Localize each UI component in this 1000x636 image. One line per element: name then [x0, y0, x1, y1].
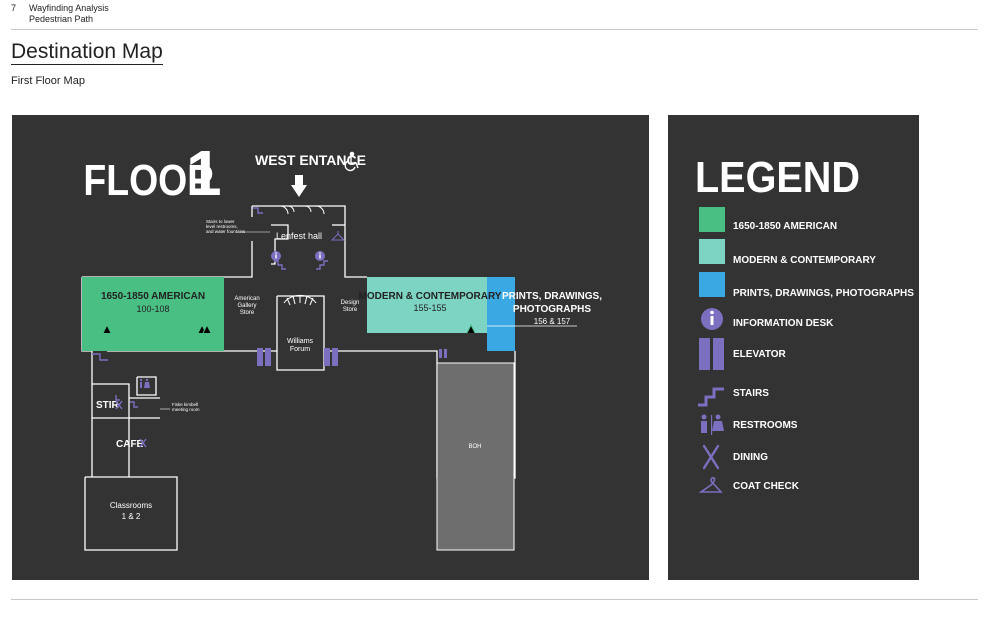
gallery-prints[interactable]	[487, 277, 515, 351]
floor-map: FLOOR 1 WEST ENTANCE 1650	[81, 137, 602, 551]
legend-panel: LEGEND 1650-1850 AMERICAN MODERN & CONTE…	[668, 115, 919, 580]
elevator-icon[interactable]	[439, 349, 447, 358]
swatch-modern	[699, 239, 725, 264]
dining-icon	[702, 444, 720, 470]
design-store-2: Store	[343, 307, 358, 313]
small-door-marks	[102, 323, 476, 334]
coat-check-icon[interactable]	[330, 231, 346, 241]
prints-rooms: 156 & 157	[534, 317, 571, 326]
restroom-icon	[701, 414, 724, 435]
header-title: Wayfinding Analysis	[29, 3, 109, 13]
stir-label: STIR	[96, 400, 120, 411]
design-store-1: Design	[341, 300, 360, 306]
modern-name: MODERN & CONTEMPORARY	[359, 291, 502, 302]
stairs-note-2: level restrooms,	[206, 224, 238, 229]
williams-1: Williams	[287, 338, 314, 345]
elevator-icon	[699, 338, 724, 370]
meeting-room-1: Fiske kimbell	[172, 402, 198, 407]
page-title: Destination Map	[11, 40, 163, 65]
williams-2: Forum	[290, 346, 310, 353]
stairs-note-3: and water fountains	[206, 229, 246, 234]
cafe-label: CAFE	[116, 439, 144, 450]
swatch-prints	[699, 272, 725, 297]
boh-area	[436, 362, 515, 551]
american-store-1: American	[234, 296, 259, 302]
meeting-room-2: meeting room	[172, 407, 200, 412]
modern-rooms: 155-155	[413, 303, 446, 313]
entrance-arrow-icon	[291, 175, 307, 197]
header-page-number: 7	[11, 3, 17, 13]
stairs-icon	[698, 387, 724, 407]
wheelchair-icon	[344, 151, 359, 172]
stairs-icon[interactable]	[92, 207, 328, 408]
swatch-american	[699, 207, 725, 232]
legend-item-stairs: STAIRS	[733, 388, 769, 399]
american-name: 1650-1850 AMERICAN	[101, 291, 205, 302]
legend-item-american: 1650-1850 AMERICAN	[733, 221, 837, 232]
info-icon	[701, 308, 723, 330]
legend-item-modern: MODERN & CONTEMPORARY	[733, 255, 876, 266]
legend-item-prints: PRINTS, DRAWINGS, PHOTOGRAPHS	[733, 288, 914, 299]
legend: LEGEND 1650-1850 AMERICAN MODERN & CONTE…	[695, 152, 914, 493]
legend-item-coat-check: COAT CHECK	[733, 481, 800, 492]
stairs-note-1: Stairs to lower	[206, 219, 235, 224]
lenfest-label: Lenfest hall	[276, 231, 322, 241]
section-title: First Floor Map	[11, 75, 85, 87]
prints-name-1: PRINTS, DRAWINGS,	[502, 291, 602, 302]
elevator-icon[interactable]	[324, 348, 338, 366]
classrooms-2: 1 & 2	[122, 512, 141, 521]
coat-check-icon	[698, 477, 723, 493]
header-rule	[11, 29, 978, 30]
floor-word: FLOOR	[83, 155, 214, 205]
stair-tread-icon	[283, 294, 317, 306]
entrance-doors	[279, 205, 325, 215]
american-store-2: Gallery	[237, 303, 256, 309]
american-rooms: 100-108	[136, 304, 169, 314]
boh-label: BOH	[468, 444, 481, 450]
footer-rule	[11, 599, 978, 600]
entrance-label: WEST ENTANCE	[255, 152, 366, 168]
legend-item-elevator: ELEVATOR	[733, 349, 787, 360]
american-store-3: Store	[240, 310, 255, 316]
gallery-american[interactable]	[82, 277, 224, 351]
legend-title: LEGEND	[695, 152, 860, 201]
legend-item-dining: DINING	[733, 452, 768, 463]
header-subtitle: Pedestrian Path	[29, 14, 94, 24]
restroom-icon[interactable]	[139, 378, 150, 388]
floor-number: 1	[186, 137, 222, 209]
gallery-modern[interactable]	[367, 277, 487, 333]
info-icon[interactable]	[315, 251, 325, 261]
elevator-icon[interactable]	[257, 348, 271, 366]
legend-item-info: INFORMATION DESK	[733, 318, 834, 329]
info-icon[interactable]	[271, 251, 281, 261]
map-panel: FLOOR 1 WEST ENTANCE 1650	[12, 115, 649, 580]
prints-name-2: PHOTOGRAPHS	[513, 304, 591, 315]
dining-icon[interactable]	[115, 400, 147, 448]
legend-item-restrooms: RESTROOMS	[733, 420, 798, 431]
classrooms-1: Classrooms	[110, 501, 152, 510]
